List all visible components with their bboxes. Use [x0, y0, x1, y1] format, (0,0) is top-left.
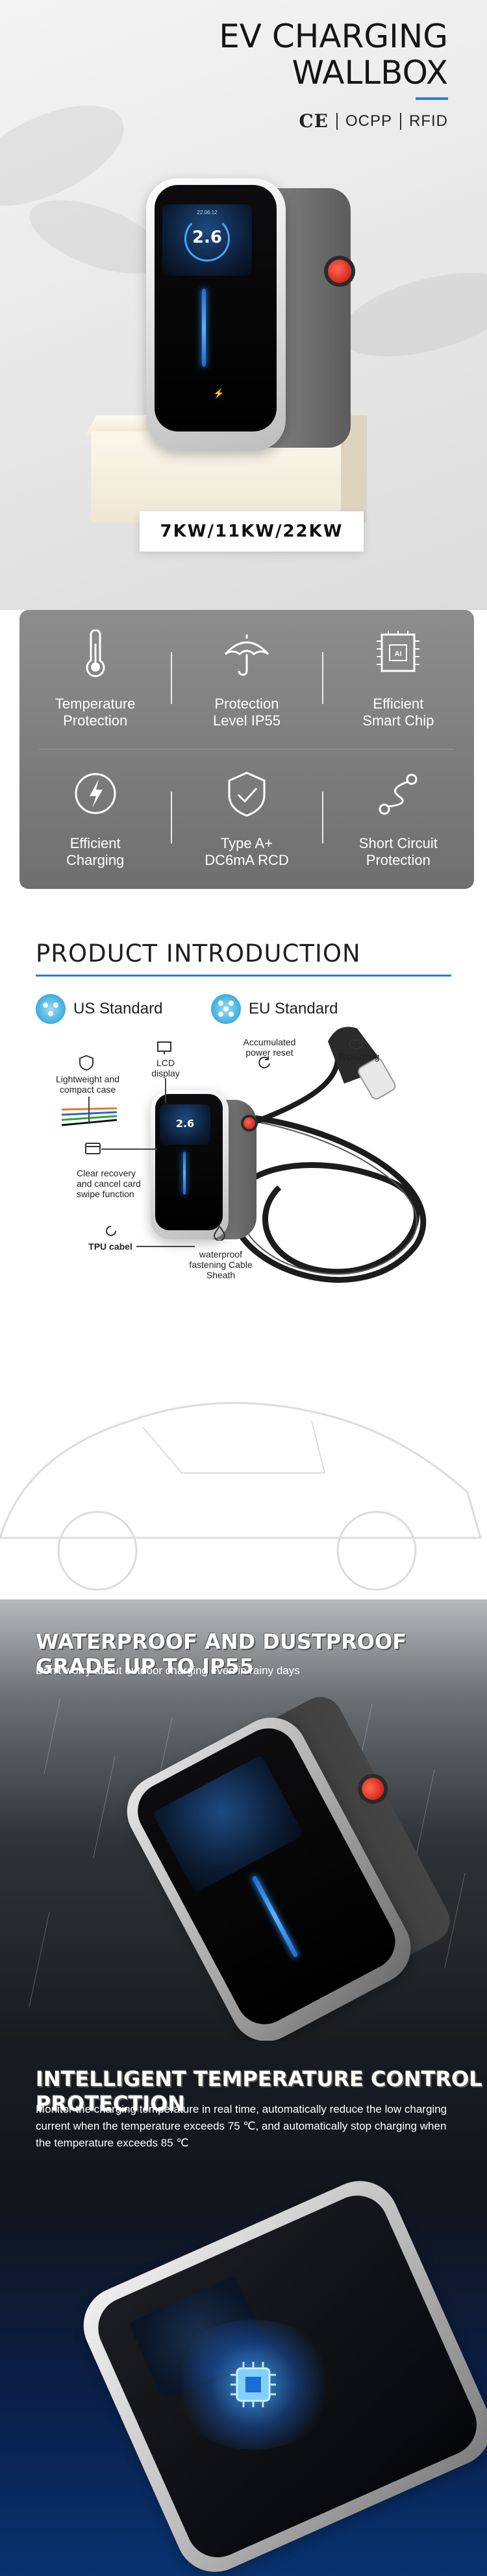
hero-title-line2: WALLBOX	[292, 54, 448, 91]
svg-text:AI: AI	[395, 650, 402, 658]
callout-line	[101, 1148, 157, 1150]
temperature-subtitle: Monitor the charging temperature in real…	[36, 2103, 447, 2149]
callout-power-reset: Accumulated power reset	[243, 1037, 296, 1058]
divider	[171, 652, 172, 704]
callout-type2-plug: Type2plug	[337, 1051, 380, 1062]
power-options-label: 7KW/11KW/22KW	[140, 511, 364, 552]
monitor-icon	[157, 1041, 171, 1054]
emergency-button-icon	[328, 260, 351, 283]
screen-date: 22.06.12	[197, 210, 218, 215]
certification-row: CE OCPP RFID	[299, 110, 448, 132]
ai-chip-icon: AI	[377, 631, 420, 672]
hero-section: EV CHARGING WALLBOX CE OCPP RFID 22.06.1…	[0, 0, 487, 610]
divider	[336, 112, 338, 130]
section-title-underline	[36, 975, 451, 977]
divider	[400, 112, 401, 130]
us-standard-option[interactable]: US Standard	[36, 994, 162, 1024]
ce-mark: CE	[299, 110, 329, 132]
callout-cable-sheath: waterproof fastening Cable Sheath	[189, 1249, 253, 1280]
eu-plug-icon	[211, 994, 241, 1024]
chip-icon	[231, 2362, 276, 2407]
rfid-label: RFID	[409, 112, 448, 130]
callout-line	[165, 1078, 166, 1103]
charging-led-strip	[183, 1152, 186, 1195]
eu-standard-label: EU Standard	[249, 1000, 338, 1017]
wallbox-lcd-screen: 2.6	[160, 1104, 210, 1145]
hero-title: EV CHARGING WALLBOX	[219, 18, 448, 91]
wallbox-lcd-screen: 22.06.12 2.6	[162, 204, 252, 276]
waterproof-heading: WATERPROOF AND DUSTPROOF GRADE UP TO IP5…	[36, 1629, 406, 1679]
screen-power-value: 2.6	[192, 228, 223, 247]
callout-tpu-cable: TPU cabel	[88, 1241, 132, 1252]
cable-coil-icon	[106, 1226, 116, 1236]
thermometer-icon	[86, 629, 105, 677]
section-title: PRODUCT INTRODUCTION	[36, 940, 361, 967]
callout-card-swipe: Clear recovery and cancel card swipe fun…	[77, 1168, 141, 1199]
short-circuit-icon	[379, 773, 418, 815]
callout-compact-case: Lightweight and compact case	[55, 1074, 120, 1095]
feature-rcd: Type A+DC6mA RCD	[171, 749, 322, 889]
divider	[322, 652, 323, 704]
temperature-heading: INTELLIGENT TEMPERATURE CONTROL PROTECTI…	[36, 2067, 482, 2116]
us-standard-label: US Standard	[73, 1000, 163, 1017]
reset-icon	[258, 1056, 270, 1069]
umbrella-icon	[224, 635, 269, 676]
brand-logo-icon: ⚡	[213, 388, 225, 398]
us-plug-icon	[36, 994, 66, 1024]
shield-check-icon	[228, 772, 266, 817]
waterproof-section: WATERPROOF AND DUSTPROOF GRADE UP TO IP5…	[0, 1599, 487, 2041]
water-drop-icon	[213, 1225, 226, 1241]
divider	[171, 792, 172, 844]
product-introduction-section: PRODUCT INTRODUCTION US Standard EU Stan…	[0, 908, 487, 1603]
background-leaf	[331, 256, 487, 373]
hero-title-line1: EV CHARGING	[219, 18, 448, 55]
charging-bolt-icon	[75, 773, 116, 814]
shield-icon	[79, 1054, 94, 1071]
type2-connector-icon	[348, 1039, 365, 1050]
charging-led-strip	[202, 289, 206, 367]
screen-power-value: 2.6	[175, 1117, 195, 1130]
waterproof-subtitle: Don't worry about outdoor charging even …	[36, 1664, 300, 1677]
emergency-button-icon	[244, 1117, 255, 1129]
car-sketch-background	[0, 1402, 482, 1591]
screen-gauge-icon	[184, 216, 230, 261]
callout-lcd-display: LCD display	[151, 1058, 180, 1078]
card-icon	[85, 1143, 101, 1154]
hero-title-underline	[416, 97, 448, 100]
callout-line	[136, 1246, 195, 1247]
eu-standard-option[interactable]: EU Standard	[211, 994, 338, 1024]
divider	[322, 792, 323, 844]
callout-line	[88, 1097, 90, 1123]
feature-label: Type A+DC6mA RCD	[205, 835, 289, 868]
temperature-section: INTELLIGENT TEMPERATURE CONTROL PROTECTI…	[0, 2041, 487, 2576]
ocpp-label: OCPP	[345, 112, 392, 130]
